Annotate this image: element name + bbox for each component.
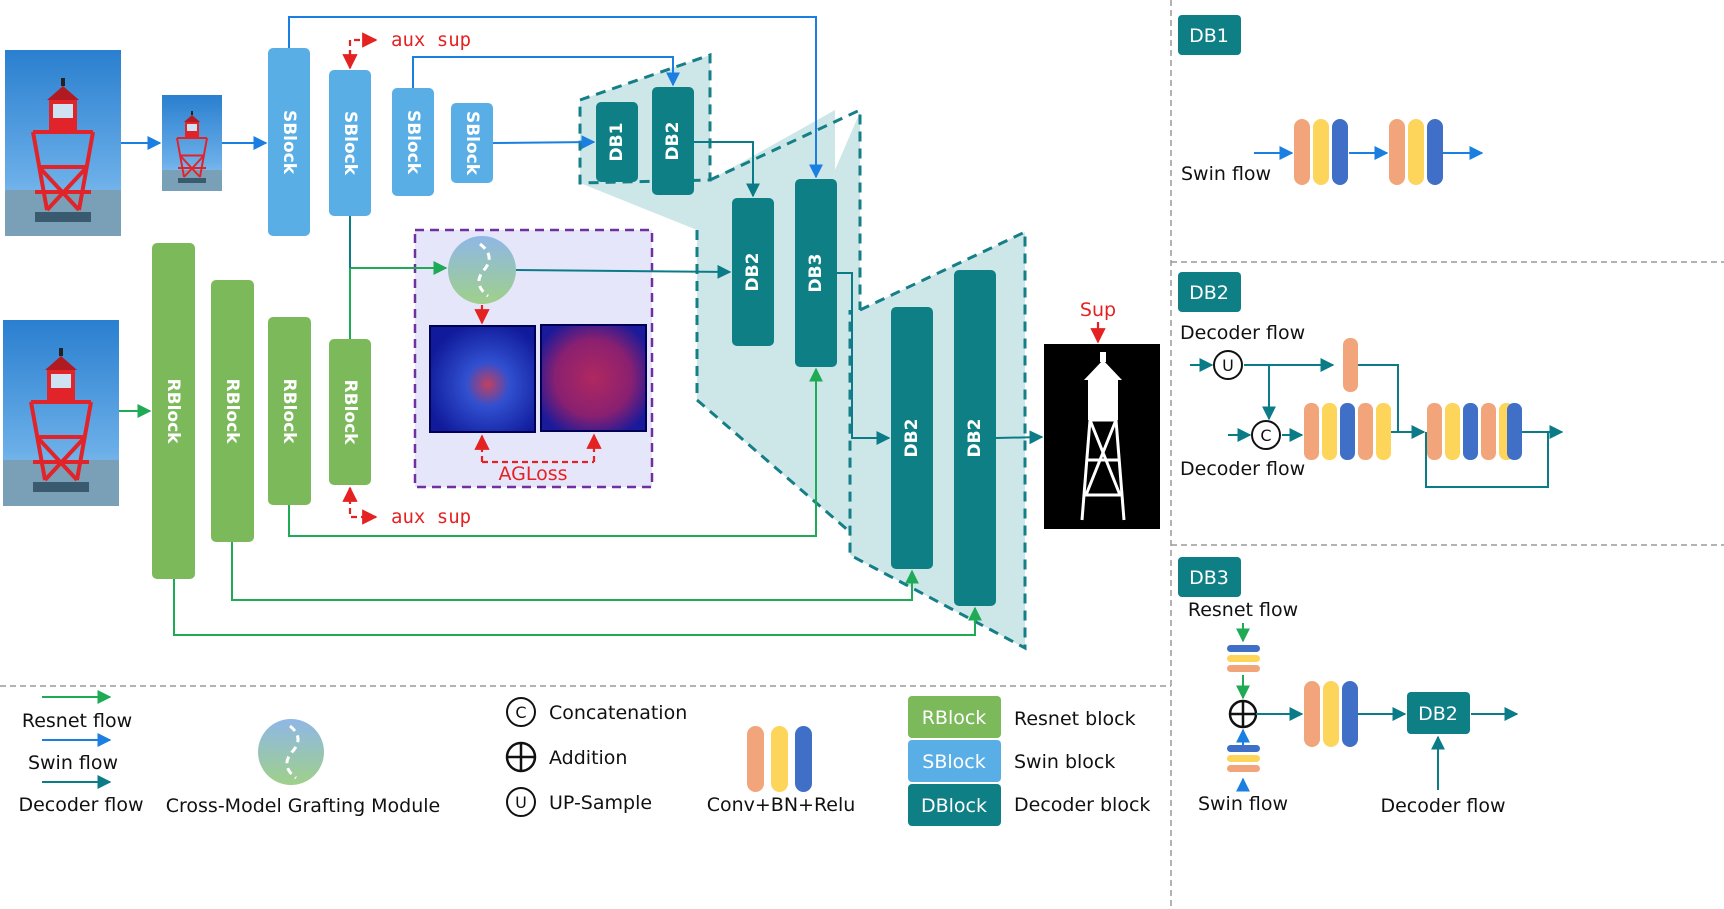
attention-map-2 bbox=[540, 324, 647, 432]
attention-map-1 bbox=[429, 325, 536, 433]
panel-db2-concat-symbol bbox=[1251, 420, 1281, 450]
sblock-1 bbox=[268, 48, 310, 236]
panel-db2-conv-single bbox=[1343, 338, 1358, 392]
legend-concatenation: Concatenation bbox=[549, 702, 687, 724]
svg-text:C: C bbox=[1260, 426, 1271, 445]
db2-label-c: DB2 bbox=[902, 419, 922, 458]
db2-block-d bbox=[954, 270, 996, 606]
panel-db2-title: DB2 bbox=[1189, 282, 1229, 304]
panel-db2-badge bbox=[1178, 272, 1241, 312]
panel-db3-db2-label: DB2 bbox=[1418, 703, 1458, 725]
rblock-4 bbox=[329, 339, 371, 485]
legend-concat-symbol bbox=[506, 697, 536, 727]
db1-label: DB1 bbox=[607, 123, 627, 162]
panel-db2-upsample-symbol bbox=[1213, 350, 1243, 380]
sblock-1-label: SBlock bbox=[279, 110, 299, 175]
panel-db1-conv-group-1 bbox=[1294, 119, 1348, 185]
legend-rblock-desc: Resnet block bbox=[1014, 708, 1136, 730]
rblock-2-label: RBlock bbox=[222, 379, 242, 445]
panel-db1-conv-group-2 bbox=[1389, 119, 1443, 185]
legend-conv: Conv+BN+Relu bbox=[707, 794, 856, 816]
sblock-3 bbox=[392, 88, 434, 196]
panel-db3-resnet-flow: Resnet flow bbox=[1188, 599, 1298, 621]
input-image-resnet bbox=[3, 320, 119, 506]
legend-dblock-key bbox=[908, 784, 1001, 826]
db1-block bbox=[596, 102, 638, 182]
db2-block-c bbox=[891, 307, 933, 569]
aux-sup-bottom: aux sup bbox=[391, 506, 471, 528]
legend-cmgm: Cross-Model Grafting Module bbox=[166, 795, 441, 817]
panel-db3-conv-stack-bottom bbox=[1227, 745, 1260, 772]
db2-label-d: DB2 bbox=[965, 419, 985, 458]
panel-db2-conv-group-2 bbox=[1427, 403, 1522, 460]
db3-block bbox=[795, 179, 837, 367]
legend-addition: Addition bbox=[549, 747, 627, 769]
rblock-3 bbox=[268, 317, 311, 505]
legend-upsample: UP-Sample bbox=[549, 792, 652, 814]
legend-conv-group bbox=[747, 726, 812, 792]
panel-db3-badge bbox=[1178, 557, 1241, 597]
panel-db1-title: DB1 bbox=[1189, 25, 1229, 47]
input-image-swin bbox=[5, 50, 121, 236]
rblock-3-label: RBlock bbox=[279, 379, 299, 445]
legend-dblock-desc: Decoder block bbox=[1014, 794, 1150, 816]
cmgm-orb bbox=[448, 236, 516, 304]
sblock-2 bbox=[329, 70, 371, 216]
legend-resnet-flow: Resnet flow bbox=[22, 710, 132, 732]
sblock-3-label: SBlock bbox=[403, 110, 423, 175]
panel-db3-title: DB3 bbox=[1189, 567, 1229, 589]
sblock-2-label: SBlock bbox=[340, 111, 360, 176]
agloss-label: AGLoss bbox=[498, 463, 567, 485]
svg-text:DBlock: DBlock bbox=[921, 795, 987, 817]
legend-swin-flow: Swin flow bbox=[28, 752, 118, 774]
aux-sup-top: aux sup bbox=[391, 29, 471, 51]
panel-db1-swin-flow: Swin flow bbox=[1181, 163, 1271, 185]
svg-text:C: C bbox=[515, 703, 526, 722]
svg-text:U: U bbox=[515, 793, 527, 812]
panel-db3-db2-block bbox=[1407, 692, 1470, 734]
panel-db3-decoder-flow: Decoder flow bbox=[1380, 795, 1505, 817]
input-image-downsampled bbox=[162, 95, 222, 191]
db2-block-b bbox=[732, 198, 774, 346]
legend-rblock-key bbox=[908, 696, 1001, 738]
svg-text:RBlock: RBlock bbox=[922, 707, 987, 729]
legend-sblock-desc: Swin block bbox=[1014, 751, 1115, 773]
panel-db2-conv-group-1 bbox=[1304, 403, 1391, 460]
panel-db2-decoder-flow-top: Decoder flow bbox=[1180, 322, 1305, 344]
sblock-4 bbox=[451, 103, 493, 183]
panel-db3-swin-flow: Swin flow bbox=[1198, 793, 1288, 815]
sup-label: Sup bbox=[1080, 299, 1116, 321]
svg-text:U: U bbox=[1222, 356, 1234, 375]
sblock-4-label: SBlock bbox=[462, 111, 482, 176]
db2-label-a: DB2 bbox=[663, 122, 683, 161]
panel-db2-decoder-flow-bottom: Decoder flow bbox=[1180, 458, 1305, 480]
rblock-1 bbox=[152, 243, 195, 579]
panel-db1-badge bbox=[1178, 15, 1241, 55]
rblock-1-label: RBlock bbox=[163, 379, 183, 445]
db3-label: DB3 bbox=[806, 254, 826, 293]
db2-block-a bbox=[652, 87, 694, 195]
rblock-4-label: RBlock bbox=[340, 380, 360, 446]
db2-label-b: DB2 bbox=[743, 253, 763, 292]
panel-db3-conv-stack-top bbox=[1227, 645, 1260, 672]
legend-sblock-key bbox=[908, 740, 1001, 782]
panel-db3-conv-group bbox=[1304, 681, 1358, 747]
svg-text:SBlock: SBlock bbox=[922, 751, 985, 773]
legend-decoder-flow: Decoder flow bbox=[18, 794, 143, 816]
output-mask bbox=[1044, 344, 1160, 529]
rblock-2 bbox=[211, 280, 254, 542]
legend-upsample-symbol bbox=[506, 787, 536, 817]
